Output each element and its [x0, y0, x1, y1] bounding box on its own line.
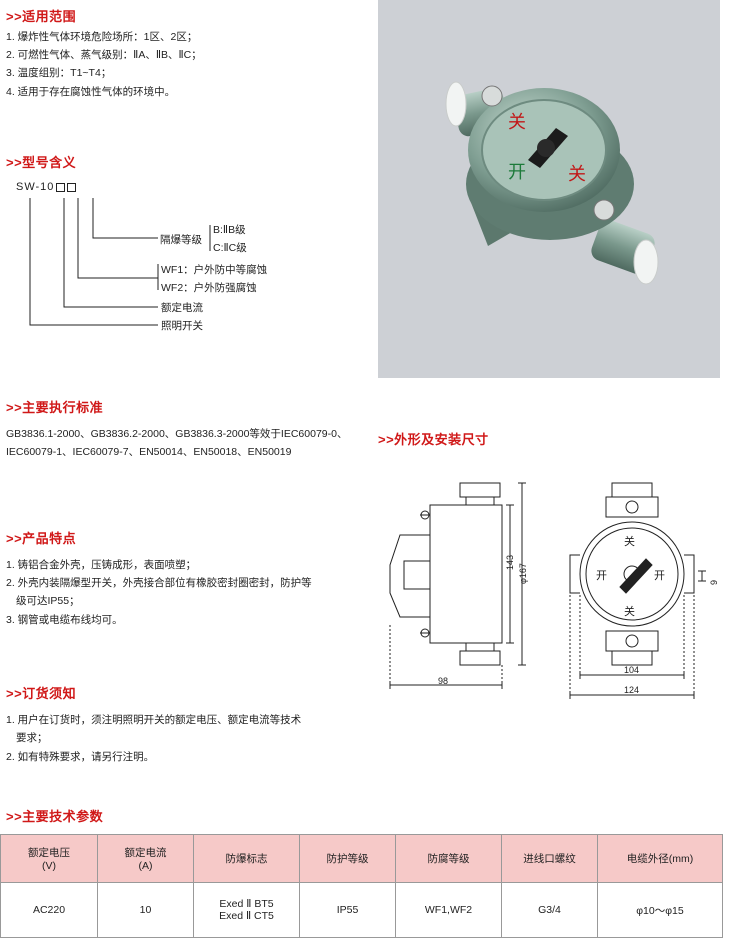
- features-item-2: 2. 外壳内装隔爆型开关，外壳接合部位有橡胶密封圈密封，防护等: [6, 577, 312, 589]
- model-code: SW-10: [16, 181, 77, 193]
- params-header-current: 额定电流: [124, 847, 167, 859]
- model-label-explosion-grade: 隔爆等级: [160, 234, 202, 246]
- model-label-lighting-switch: 照明开关: [161, 320, 203, 332]
- params-value-cable-od: φ10～φ15: [636, 904, 684, 917]
- scope-item-2: 2. 可燃性气体、蒸气级别：ⅡA、ⅡB、ⅡC；: [6, 49, 202, 61]
- model-label-grade-b: B:ⅡB级: [213, 224, 246, 236]
- params-header-row: 额定电压(V) 额定电流(A) 防爆标志 防护等级 防腐等级 进线口螺纹 电缆外…: [0, 834, 723, 883]
- params-header-voltage: 额定电压: [28, 847, 70, 859]
- dim-143: 143: [505, 554, 515, 570]
- params-header-ex-mark: 防爆标志: [225, 853, 268, 865]
- params-cell: WF1,WF2: [395, 882, 502, 938]
- svg-text:关: 关: [624, 604, 635, 618]
- features-heading: >>产品特点: [6, 531, 77, 546]
- standards-text: GB3836.1-2000、GB3836.2-2000、GB3836.3-200…: [6, 428, 348, 458]
- params-header-cell: 进线口螺纹: [501, 834, 598, 883]
- scope-item-1: 1. 爆炸性气体环境危险场所：1区、2区；: [6, 31, 198, 43]
- model-label-rated-current: 额定电流: [161, 302, 203, 314]
- svg-text:开: 开: [508, 162, 526, 183]
- dim-98: 98: [438, 676, 449, 686]
- scope-item-4: 4. 适用于存在腐蚀性气体的环境中。: [6, 86, 176, 98]
- dim-124: 124: [624, 685, 640, 695]
- switch-photo-illustration: 关 关 开: [445, 81, 659, 285]
- params-header-cable-od: 电缆外径(mm): [626, 853, 694, 865]
- params-cell: IP55: [299, 882, 396, 938]
- ordering-item-1: 1. 用户在订货时，须注明照明开关的额定电压、额定电流等技术: [6, 714, 302, 726]
- model-code-box-1: [56, 182, 66, 192]
- product-photo: 关 关 开: [378, 0, 720, 378]
- model-label-wf1: WF1：户外防中等腐蚀: [161, 264, 268, 276]
- params-value-ex-mark-1: Exed Ⅱ BT5: [219, 898, 274, 910]
- scope-heading: >>适用范围: [6, 9, 77, 24]
- model-code-box-2: [67, 182, 77, 192]
- svg-text:开: 开: [654, 569, 665, 582]
- params-header-cell: 防腐等级: [395, 834, 502, 883]
- params-header-protection: 防护等级: [326, 853, 369, 865]
- params-value-current: 10: [139, 904, 152, 916]
- features-item-2-cont: 级可达IP55；: [16, 595, 80, 607]
- svg-text:关: 关: [508, 112, 526, 133]
- params-heading: >>主要技术参数: [6, 809, 104, 824]
- params-header-cell: 电缆外径(mm): [597, 834, 723, 883]
- standards-heading: >>主要执行标准: [6, 400, 104, 415]
- model-label-wf2: WF2：户外防强腐蚀: [161, 282, 257, 294]
- params-header-voltage-unit: (V): [42, 860, 56, 872]
- params-cell: φ10～φ15: [597, 882, 723, 938]
- features-item-3: 3. 钢管或电缆布线均可。: [6, 614, 123, 626]
- params-table: 额定电压(V) 额定电流(A) 防爆标志 防护等级 防腐等级 进线口螺纹 电缆外…: [0, 834, 723, 938]
- front-view-drawing: 关 关 开 开: [569, 482, 706, 699]
- svg-text:关: 关: [568, 164, 586, 185]
- features-item-1: 1. 铸铝合金外壳，压铸成形，表面喷塑；: [6, 559, 197, 571]
- model-heading: >>型号含义: [6, 155, 77, 170]
- svg-text:关: 关: [624, 534, 635, 548]
- params-cell: AC220: [0, 882, 98, 938]
- params-header-thread: 进线口螺纹: [523, 853, 576, 865]
- dim-104: 104: [624, 665, 640, 675]
- params-cell: 10: [97, 882, 194, 938]
- svg-text:开: 开: [596, 569, 607, 582]
- params-cell: G3/4: [501, 882, 598, 938]
- ordering-item-1-cont: 要求；: [16, 732, 48, 744]
- params-header-cell: 防护等级: [299, 834, 396, 883]
- ordering-item-2: 2. 如有特殊要求，请另行注明。: [6, 751, 155, 763]
- params-header-cell: 额定电压(V): [0, 834, 98, 883]
- params-value-thread: G3/4: [538, 904, 561, 916]
- params-value-ex-mark-2: Exed Ⅱ CT5: [219, 910, 274, 922]
- ordering-heading: >>订货须知: [6, 686, 77, 701]
- model-diagram-lines: [29, 198, 211, 326]
- params-value-anticorrosion: WF1,WF2: [424, 904, 473, 916]
- params-header-cell: 额定电流(A): [97, 834, 194, 883]
- params-header-anticorrosion: 防腐等级: [427, 853, 470, 865]
- params-header-current-unit: (A): [138, 860, 153, 872]
- params-header-cell: 防爆标志: [193, 834, 300, 883]
- model-code-text: SW-10: [16, 181, 55, 193]
- params-value-voltage: AC220: [32, 904, 66, 916]
- model-label-grade-c: C:ⅡC级: [213, 242, 247, 254]
- dim-9: 9: [709, 579, 719, 585]
- dim-167: φ167: [518, 563, 528, 584]
- dim-phi-167: φ: [518, 578, 528, 584]
- scope-item-3: 3. 温度组别：T1~T4；: [6, 67, 112, 79]
- dimensions-heading: >>外形及安装尺寸: [378, 432, 489, 447]
- side-view-drawing: [389, 482, 526, 689]
- dim-167-value: 167: [518, 563, 528, 579]
- params-value-protection: IP55: [336, 904, 359, 916]
